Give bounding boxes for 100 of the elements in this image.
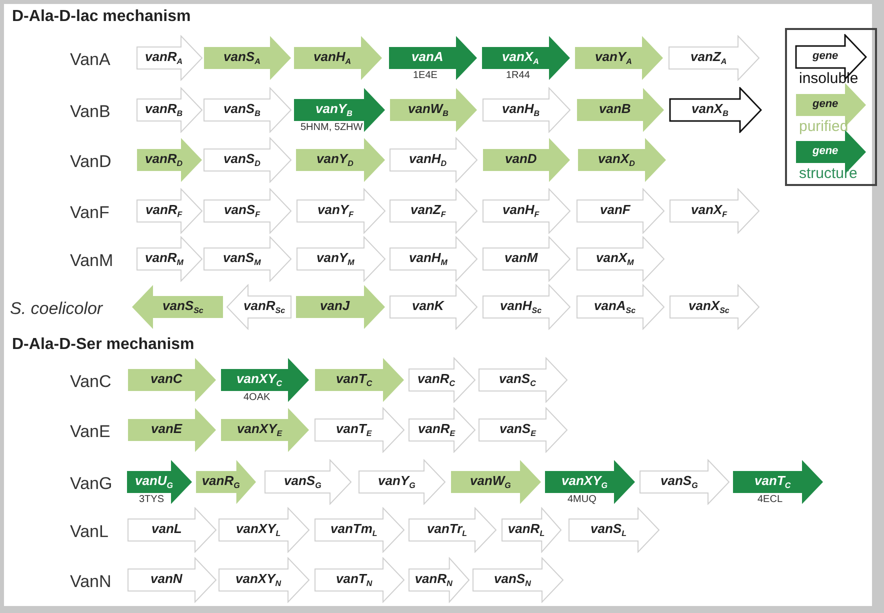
gene-block: [296, 188, 386, 234]
pdb-id: 1R44: [506, 70, 530, 81]
gene-block: [314, 507, 405, 553]
gene-block: [136, 188, 203, 234]
gene-name: vanT$_{C}$: [754, 473, 791, 492]
gene-name: vanH$_{F}$: [502, 202, 540, 221]
gene-name: vanX$_{F}$: [691, 202, 727, 221]
gene-name: vanH$_{A}$: [314, 49, 352, 68]
pdb-id: 3TYS: [139, 494, 164, 505]
gene-name: gene: [812, 97, 838, 112]
gene-block: [389, 87, 478, 133]
gene-name: vanR$_{F}$: [146, 202, 182, 221]
gene-block: [574, 35, 664, 81]
gene-name: vanT$_{N}$: [336, 571, 372, 590]
gene-block: [203, 188, 292, 234]
gene-block: [669, 284, 760, 330]
cluster-name: VanM: [70, 251, 114, 271]
gene-name: vanC: [150, 371, 182, 387]
gene-block: [478, 407, 568, 453]
gene-name: vanS$_{B}$: [224, 101, 260, 120]
gene-name: vanX$_{M}$: [596, 250, 634, 269]
gene-block: [136, 87, 203, 133]
gene-block: [408, 357, 476, 403]
pdb-id: 4OAK: [244, 392, 270, 403]
gene-name: gene: [812, 49, 838, 64]
gene-block: [136, 35, 203, 81]
gene-block: [195, 459, 257, 505]
cluster-name: VanB: [70, 102, 110, 122]
gene-name: gene: [812, 144, 838, 159]
gene-block: [482, 236, 571, 282]
gene-name: vanZ$_{A}$: [690, 49, 727, 68]
gene-block: [218, 557, 310, 603]
gene-name: vanX$_{Sc}$: [688, 298, 730, 317]
gene-name: vanR$_{B}$: [145, 101, 183, 120]
gene-block: [481, 35, 571, 81]
cluster-name: S. coelicolor: [10, 299, 103, 319]
gene-block: [482, 188, 571, 234]
gene-name: vanX$_{A}$: [502, 49, 539, 68]
gene-name: vanXY$_{L}$: [236, 521, 281, 540]
gene-block: [203, 137, 292, 183]
legend-text: insoluble: [799, 70, 858, 87]
gene-name: vanR$_{A}$: [145, 49, 183, 68]
gene-block: [639, 459, 730, 505]
gene-name: vanR$_{Sc}$: [244, 298, 286, 317]
gene-block: [389, 137, 478, 183]
gene-name: vanS$_{F}$: [224, 202, 260, 221]
gene-name: vanT$_{E}$: [336, 421, 372, 440]
gene-name: vanL: [152, 521, 182, 537]
gene-block: [482, 87, 571, 133]
gene-block: [127, 357, 217, 403]
gene-block: [295, 137, 386, 183]
gene-block: [127, 507, 217, 553]
gene-name: vanM: [504, 250, 538, 266]
gene-block: [576, 188, 665, 234]
gene-block: [218, 507, 310, 553]
gene-name: vanXY$_{N}$: [236, 571, 282, 590]
gene-block: [293, 35, 383, 81]
pdb-id: 1E4E: [413, 70, 438, 81]
gene-name: vanXY$_{C}$: [236, 371, 282, 390]
section-heading: D-Ala-D-Ser mechanism: [12, 336, 194, 354]
gene-block: [127, 407, 217, 453]
gene-block: [577, 137, 667, 183]
cluster-name: VanD: [70, 152, 112, 172]
gene-block: [576, 284, 665, 330]
gene-block: [203, 236, 292, 282]
gene-name: vanTm$_{L}$: [330, 521, 378, 540]
gene-block: [501, 507, 562, 553]
cluster-name: VanN: [70, 572, 112, 592]
gene-name: vanS$_{D}$: [224, 151, 260, 170]
gene-block: [389, 284, 478, 330]
gene-name: vanA: [412, 49, 444, 65]
gene-name: vanS$_{L}$: [590, 521, 626, 540]
gene-name: vanY$_{D}$: [316, 151, 354, 170]
gene-name: vanY$_{M}$: [316, 250, 354, 269]
gene-name: vanS$_{E}$: [500, 421, 536, 440]
gene-name: vanY$_{G}$: [378, 473, 416, 492]
gene-block: [314, 407, 405, 453]
gene-name: vanS$_{M}$: [223, 250, 261, 269]
gene-block: [136, 137, 203, 183]
gene-name: vanN: [150, 571, 182, 587]
gene-block: [450, 459, 542, 505]
gene-block: [131, 284, 224, 330]
cluster-name: VanF: [70, 203, 110, 223]
gene-block: [568, 507, 660, 553]
legend-text: purified: [799, 118, 848, 135]
section-heading: D-Ala-D-lac mechanism: [12, 8, 191, 26]
gene-block: [293, 87, 386, 133]
gene-block: [478, 357, 568, 403]
gene-block: [408, 407, 476, 453]
gene-name: vanS$_{A}$: [224, 49, 260, 68]
gene-name: vanS$_{N}$: [494, 571, 531, 590]
gene-name: vanY$_{A}$: [595, 49, 632, 68]
gene-block: [226, 284, 292, 330]
pdb-id: 4MUQ: [568, 494, 596, 505]
gene-block: [296, 236, 386, 282]
gene-name: vanE: [151, 421, 182, 437]
gene-name: vanR$_{M}$: [145, 250, 184, 269]
gene-name: vanH$_{Sc}$: [500, 298, 542, 317]
gene-block: [295, 284, 386, 330]
gene-block: [388, 35, 478, 81]
